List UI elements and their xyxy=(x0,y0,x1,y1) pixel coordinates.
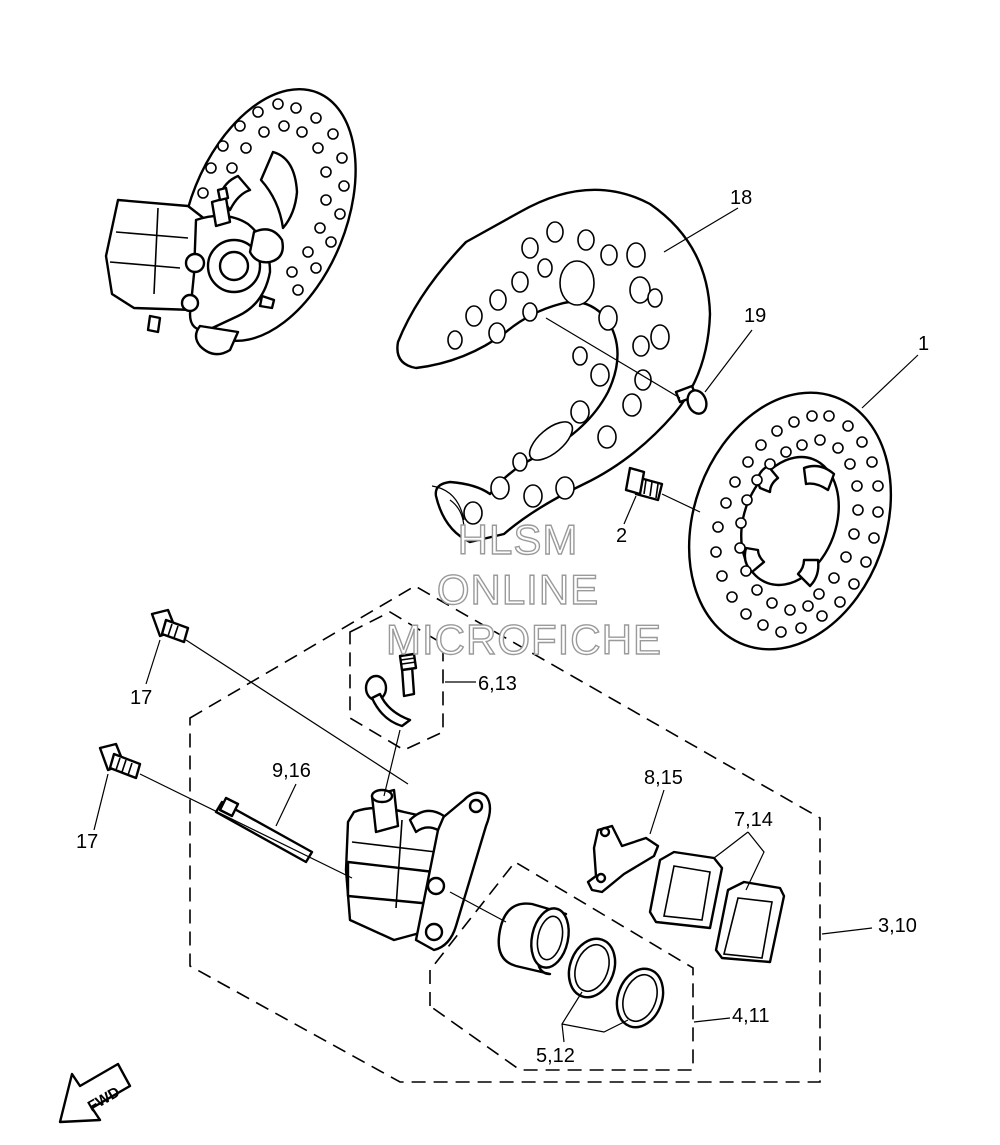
assembly-outline-3-10 xyxy=(189,585,821,1083)
bolt-17-upper xyxy=(150,608,190,644)
brake-pad-front xyxy=(648,850,724,930)
watermark-line-1: HLSM xyxy=(458,516,579,563)
bolt-19 xyxy=(674,384,708,415)
label-19: 19 xyxy=(744,305,766,327)
brake-disc-1 xyxy=(687,391,893,651)
kit-outline-6-13 xyxy=(349,611,444,751)
label-8-15: 8,15 xyxy=(644,767,683,789)
part-labels: 1 18 19 2 6,13 17 17 9,16 8,15 7,14 3,10… xyxy=(76,187,929,1067)
disc-cover-18 xyxy=(396,188,712,544)
label-3-10: 3,10 xyxy=(878,915,917,937)
cover-cutouts xyxy=(447,221,670,525)
fwd-arrow-icon: FWD xyxy=(58,1062,132,1124)
bolt-2 xyxy=(624,466,664,502)
label-17-lower: 17 xyxy=(76,831,98,853)
assembled-brake-illustration xyxy=(104,87,357,356)
label-1: 1 xyxy=(918,333,929,355)
label-9-16: 9,16 xyxy=(272,760,311,782)
watermark: HLSM ONLINE MICROFICHE xyxy=(385,515,662,663)
label-6-13: 6,13 xyxy=(478,673,517,695)
assembled-disc-holes xyxy=(197,98,350,296)
brake-pad-rear xyxy=(714,880,786,964)
piston-seal xyxy=(567,937,617,999)
label-2: 2 xyxy=(616,525,627,547)
label-18: 18 xyxy=(730,187,752,209)
label-7-14: 7,14 xyxy=(734,809,773,831)
leader-lines xyxy=(93,207,919,1043)
pad-spring-8-15 xyxy=(586,824,660,894)
dust-seal xyxy=(615,967,665,1029)
caliper-body xyxy=(344,788,492,952)
watermark-line-2: ONLINE xyxy=(437,566,599,613)
label-4-11: 4,11 xyxy=(732,1005,769,1027)
bolt-17-lower xyxy=(98,742,142,780)
watermark-line-3: MICROFICHE xyxy=(386,616,662,663)
label-17-upper: 17 xyxy=(130,687,152,709)
bleeder-6-13 xyxy=(364,652,418,728)
caliper-pin-9-16 xyxy=(214,796,314,864)
disc-holes xyxy=(710,410,884,638)
caliper-piston xyxy=(497,902,570,976)
label-5-12: 5,12 xyxy=(536,1045,575,1067)
kit-outline-4-11 xyxy=(429,860,694,1071)
